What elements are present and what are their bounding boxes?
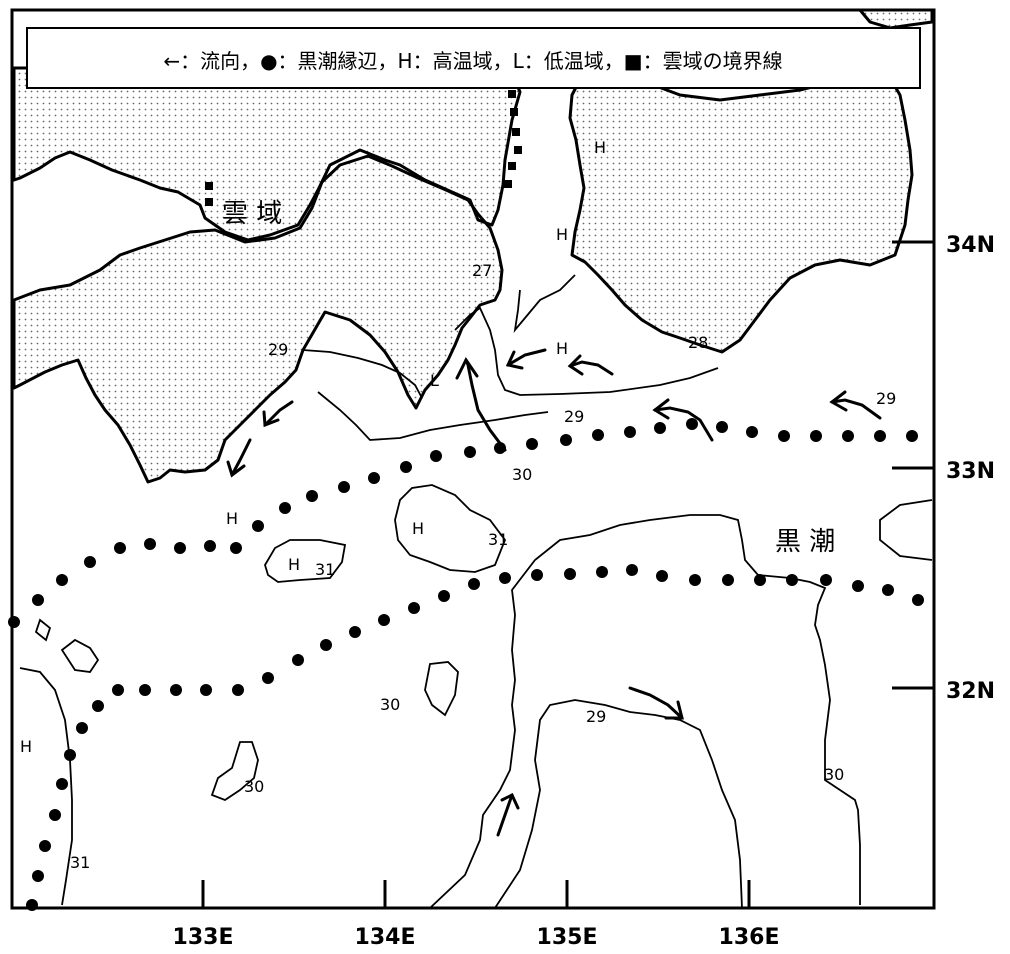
isotherms xyxy=(19,274,933,909)
legend-text: ←：流向，●：黒潮縁辺，H：高温域，L：低温域，■：雲域の境界線 xyxy=(163,49,782,73)
isotherm-label: 28 xyxy=(688,333,708,352)
zone-label: H xyxy=(556,225,568,244)
kuroshio-edge-south xyxy=(26,564,924,911)
isotherm-label: 31 xyxy=(488,530,508,549)
zone-label: H xyxy=(556,339,568,358)
kuroshio-edge-north xyxy=(8,418,918,628)
isotherm-label: 29 xyxy=(564,407,584,426)
cloud-area-label: 雲 域 xyxy=(222,199,282,229)
cloud-boundary-markers xyxy=(205,90,522,206)
zone-label: H xyxy=(226,509,238,528)
isotherm-label: 31 xyxy=(315,560,335,579)
isotherm-label: 29 xyxy=(586,707,606,726)
legend: ←：流向，●：黒潮縁辺，H：高温域，L：低温域，■：雲域の境界線 xyxy=(26,27,921,89)
isotherm-label: 29 xyxy=(876,389,896,408)
zone-label: H xyxy=(288,555,300,574)
lon-tick-label: 134E xyxy=(355,925,416,950)
lat-tick-label: 34N xyxy=(946,233,995,258)
zone-label: H xyxy=(412,519,424,538)
lon-tick-label: 136E xyxy=(719,925,780,950)
latitude-axis xyxy=(892,240,934,690)
isotherm-label: 31 xyxy=(70,853,90,872)
zone-label: L xyxy=(430,371,439,390)
isotherm-label: 30 xyxy=(244,777,264,796)
kuroshio-label: 黒 潮 xyxy=(775,527,835,557)
lon-tick-label: 133E xyxy=(173,925,234,950)
flow-arrows xyxy=(226,348,882,837)
zone-label: H xyxy=(20,737,32,756)
isotherm-label: 30 xyxy=(512,465,532,484)
isotherm-label: 27 xyxy=(472,261,492,280)
longitude-axis xyxy=(201,880,751,908)
cloud-area xyxy=(12,8,934,484)
isotherm-label: 30 xyxy=(824,765,844,784)
lat-tick-label: 32N xyxy=(946,679,995,704)
zone-label: H xyxy=(594,138,606,157)
isotherm-label: 30 xyxy=(380,695,400,714)
lon-tick-label: 135E xyxy=(537,925,598,950)
lat-tick-label: 33N xyxy=(946,459,995,484)
isotherm-label: 29 xyxy=(268,340,288,359)
